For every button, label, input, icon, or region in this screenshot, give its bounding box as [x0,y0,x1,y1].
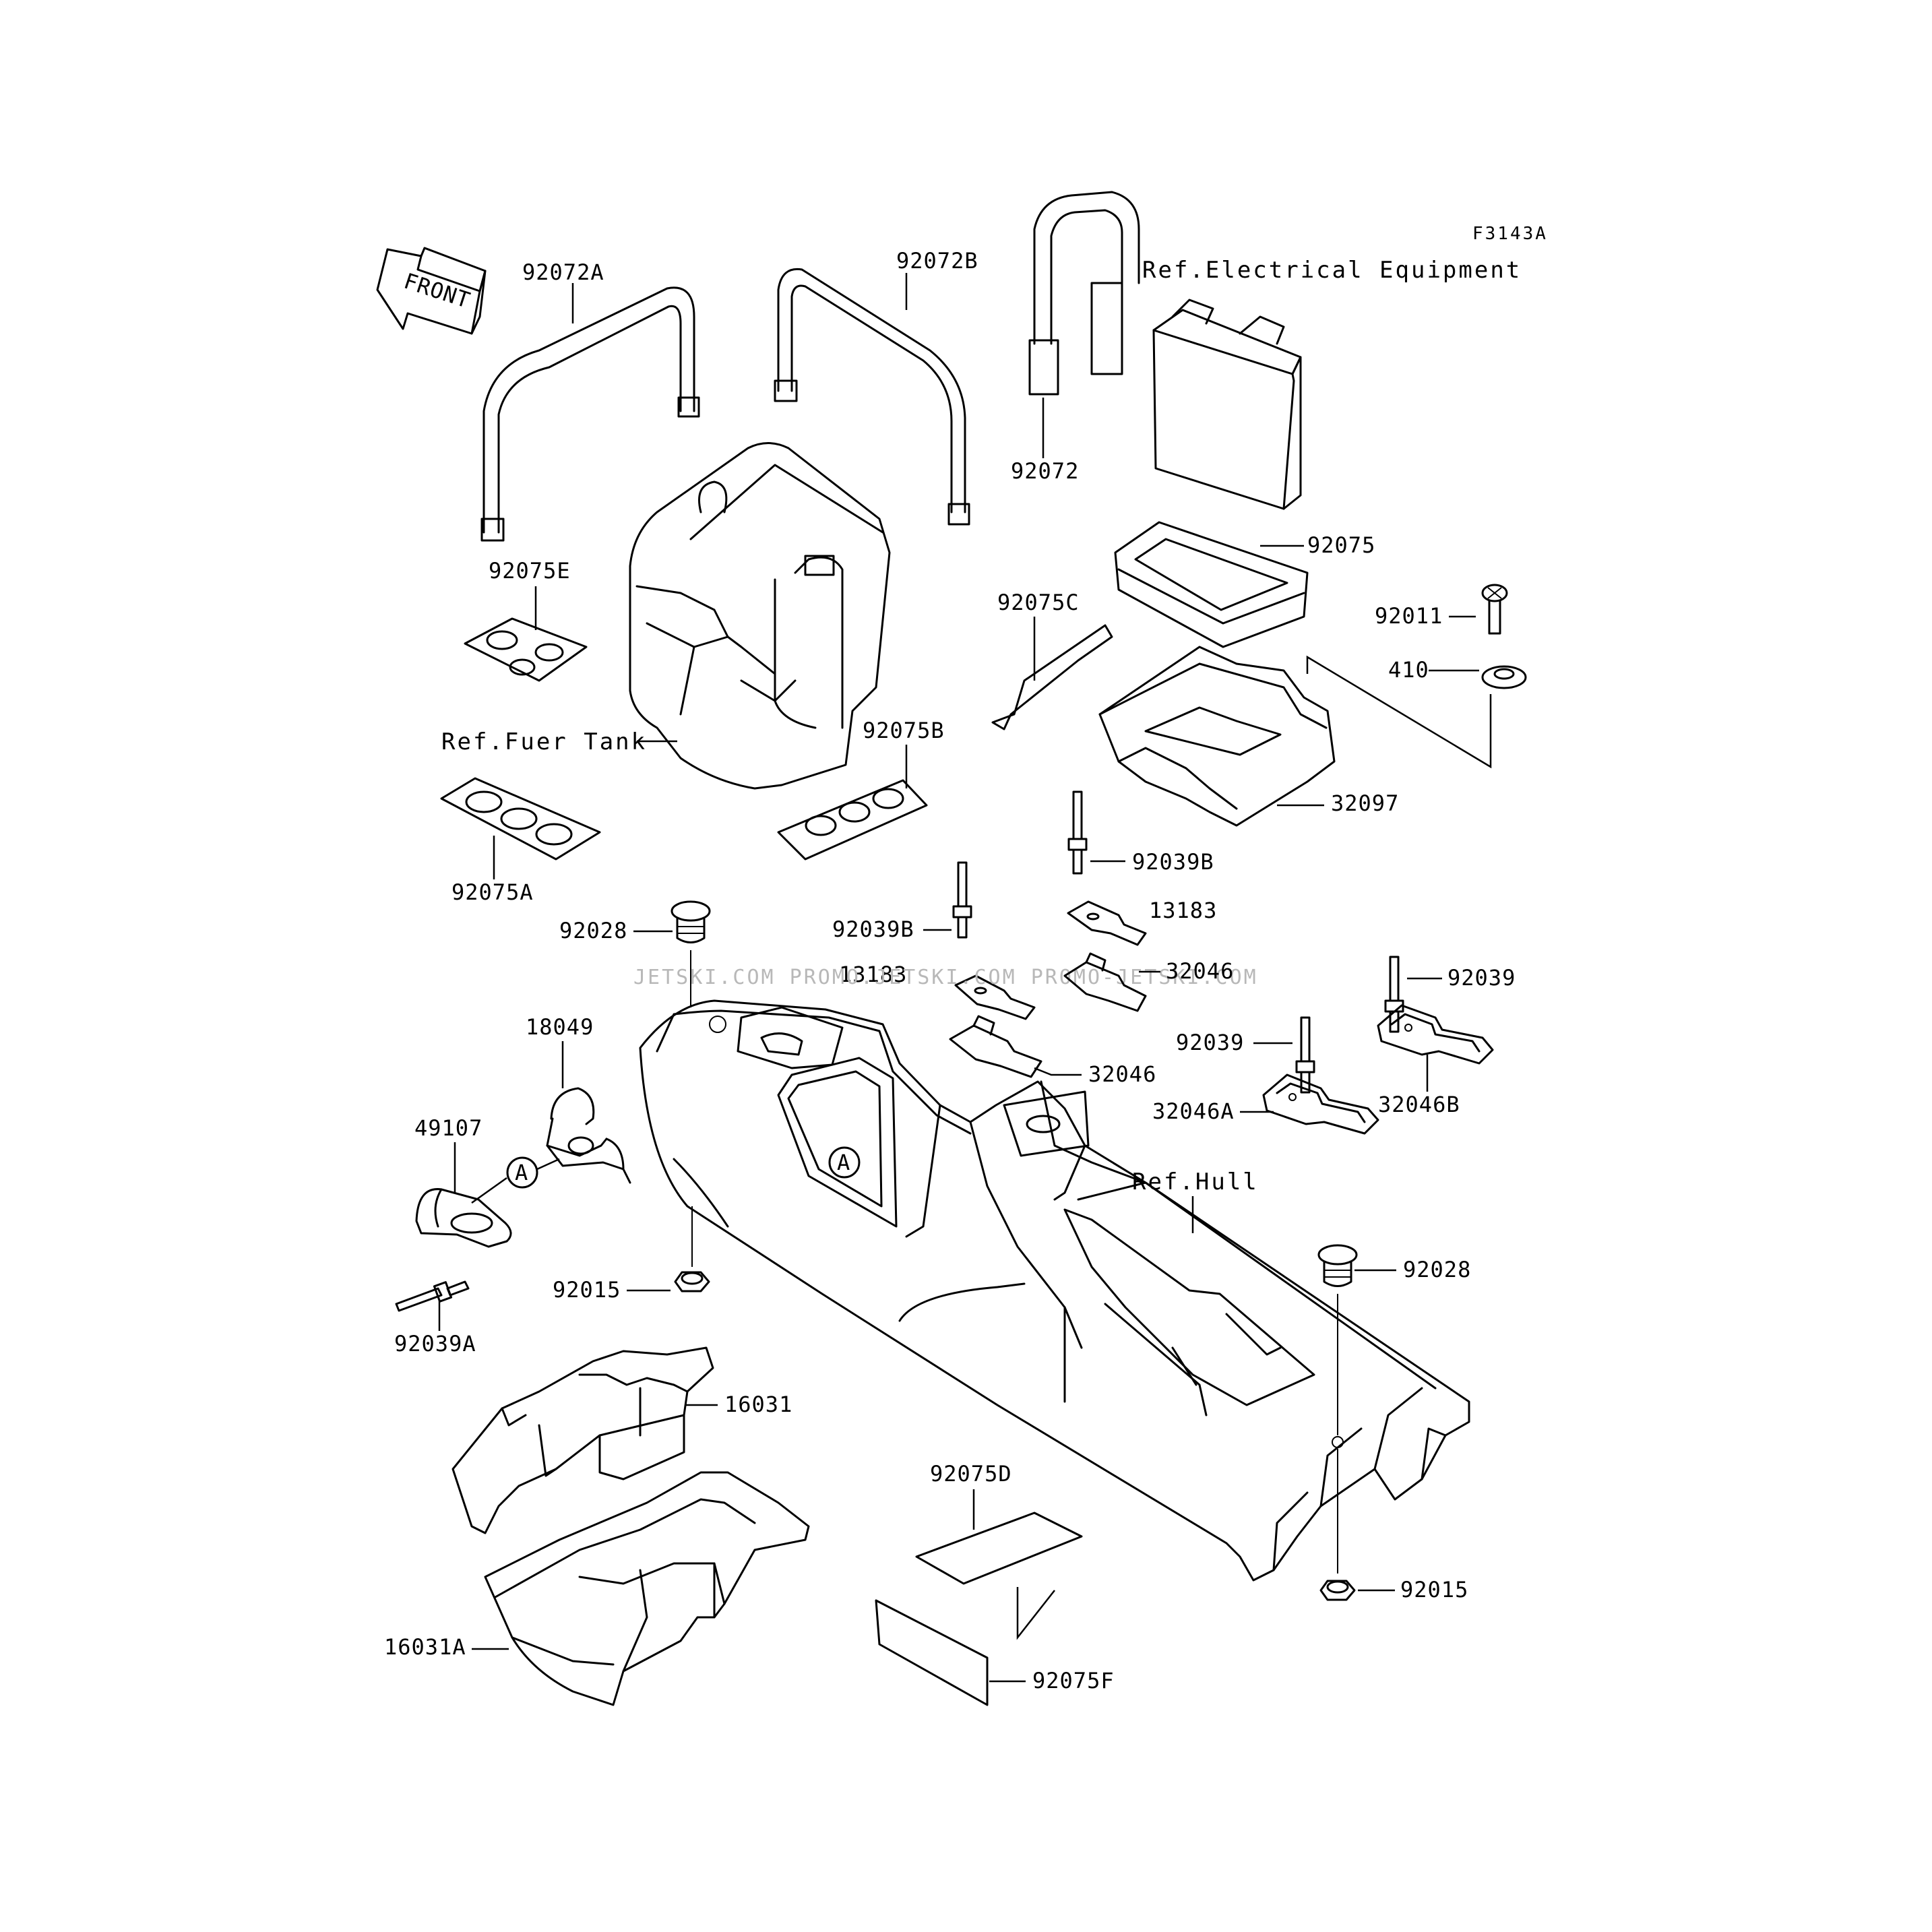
label-49107: 49107 [414,1115,482,1141]
label-92075f: 92075F [1032,1668,1115,1693]
pad-92075b [777,779,928,861]
label-92072b: 92072B [896,248,978,274]
front-arrow-icon: FRONT [376,247,487,335]
plate-32046b [1377,1004,1494,1065]
pin-92039-right [1384,956,1404,1033]
part-18049 [546,1087,631,1184]
part-49107 [415,1188,512,1248]
label-92039-center: 92039 [1176,1030,1244,1055]
ref-electrical-equipment: Ref.Electrical Equipment [1142,257,1522,284]
label-13183-upper: 13183 [1149,898,1217,923]
pin-92039b-middle [952,861,972,939]
label-410: 410 [1388,657,1429,683]
foam-16031a [484,1471,810,1706]
label-92028-right: 92028 [1403,1257,1471,1282]
callout-a-right: A [828,1146,861,1179]
clip-92072 [1028,191,1140,396]
strap-92072b [774,268,970,526]
watermark-text: JETSKI.COM PROMO.JETSKI.COM PROMO-JETSKI… [633,966,1258,989]
label-92075e: 92075E [489,558,571,584]
label-92075b: 92075B [863,718,945,743]
label-32046-upper: 32046 [1166,958,1234,984]
plug-92028-right [1317,1244,1358,1287]
washer-410 [1481,665,1527,689]
pin-92039b-upper [1067,790,1088,875]
label-92028-upper: 92028 [559,918,627,943]
battery-mat-92075 [1114,521,1309,648]
pin-92039-center [1295,1016,1315,1094]
label-16031: 16031 [724,1392,792,1417]
fuel-tank [629,442,891,790]
label-92075a: 92075A [451,879,534,905]
label-92039b-upper: 92039B [1132,849,1214,875]
bracket-13183-upper [1067,900,1147,946]
label-13183-lower: 13183 [839,962,907,987]
bracket-32046-upper [1063,952,1147,1012]
label-92015-right: 92015 [1400,1577,1468,1602]
plate-32046a [1262,1073,1379,1135]
label-92015-left: 92015 [553,1277,621,1303]
label-18049: 18049 [526,1014,594,1040]
label-92075c: 92075C [997,590,1080,615]
plug-92028-upper [671,900,711,943]
label-32046-lower: 32046 [1088,1061,1156,1087]
screw-92011 [1481,584,1508,635]
bracket-32046-lower [949,1015,1042,1078]
label-32046b: 32046B [1378,1092,1460,1117]
pad-92075e [464,617,588,682]
nut-92015-right [1319,1580,1356,1601]
label-32097: 32097 [1331,790,1399,816]
callout-a-left: A [506,1156,538,1189]
label-16031a: 16031A [384,1634,466,1660]
foam-16031 [451,1346,714,1534]
label-32046a: 32046A [1152,1098,1235,1124]
strap-92072a [480,286,700,542]
sheet-92075f [875,1599,989,1706]
battery-electrical [1152,299,1302,510]
label-92039b-middle: 92039B [832,916,914,942]
label-92039-right: 92039 [1447,965,1516,991]
battery-case-32097 [1098,646,1336,827]
label-92075d: 92075D [930,1461,1012,1487]
ref-fuel-tank: Ref.Fuer Tank [441,728,647,755]
label-92039a: 92039A [394,1331,476,1357]
label-92011: 92011 [1375,603,1443,629]
front-arrow-label: FRONT [401,268,474,313]
pin-92039a [395,1280,470,1312]
callout-a-left-label: A [515,1160,528,1185]
pad-92075a [440,777,601,861]
label-92072: 92072 [1011,458,1079,484]
bracket-13183-lower [954,974,1036,1020]
hull [639,999,1470,1582]
label-92075: 92075 [1307,532,1375,558]
sheet-92075d [915,1512,1083,1585]
label-92072a: 92072A [522,259,604,285]
figure-code: F3143A [1472,224,1548,244]
callout-a-right-label: A [837,1150,850,1175]
nut-92015-left [674,1271,710,1292]
ref-hull: Ref.Hull [1132,1168,1259,1195]
pad-92075c [991,624,1113,730]
